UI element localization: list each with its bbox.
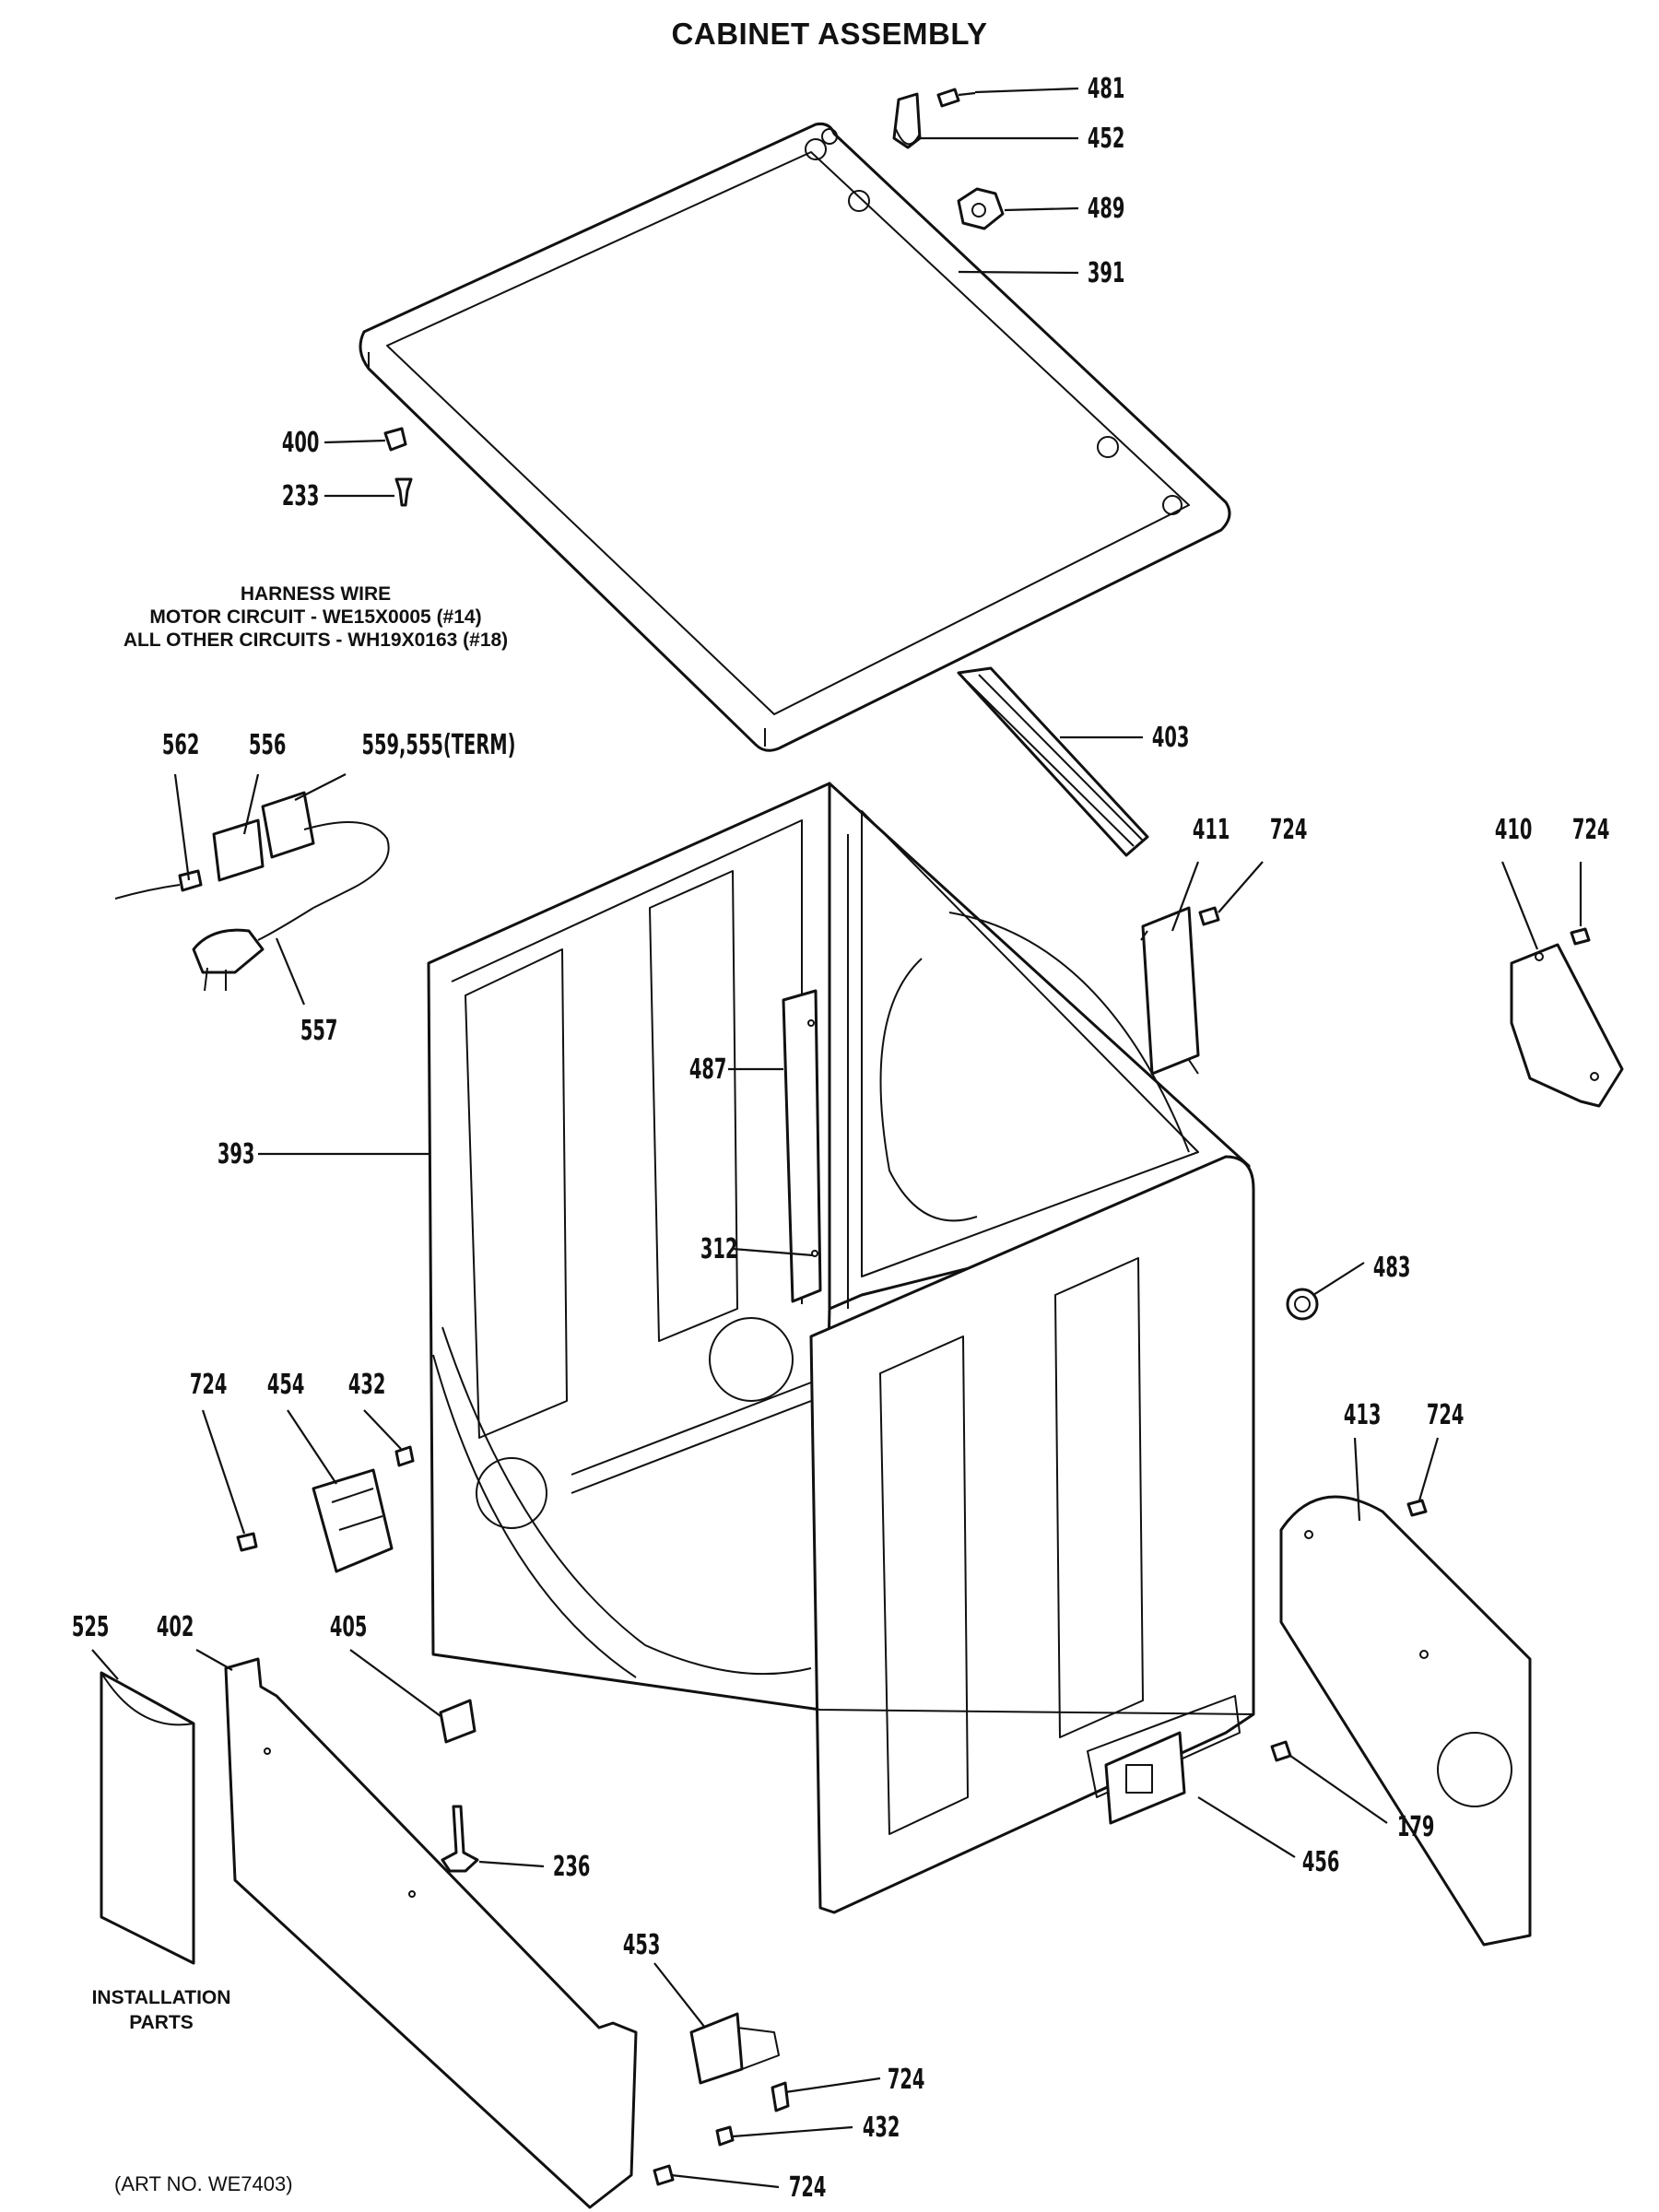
label-413: 413: [1344, 1400, 1382, 1431]
label-724-b: 724: [1572, 815, 1610, 846]
harness-note-other-circuits: ALL OTHER CIRCUITS - WH19X0163 (#18): [123, 629, 509, 651]
art-number: (ART NO. WE7403): [114, 2172, 293, 2195]
screw-724e: [771, 2081, 790, 2112]
label-400: 400: [282, 428, 320, 459]
screw-724f: [653, 2164, 675, 2186]
label-559-555: 559,555(TERM): [361, 730, 515, 761]
label-724-c: 724: [190, 1370, 228, 1401]
label-456: 456: [1302, 1847, 1340, 1878]
label-391: 391: [1088, 258, 1125, 289]
screw-724a: [1198, 906, 1220, 926]
label-432-a: 432: [348, 1370, 386, 1401]
label-236: 236: [553, 1852, 591, 1883]
envelope-525: [100, 1671, 195, 1965]
bracket-453: [689, 2012, 780, 2085]
screw-724b: [1570, 927, 1591, 946]
screw-179: [1270, 1740, 1292, 1762]
bracket-452: [892, 92, 922, 149]
label-562: 562: [162, 730, 200, 761]
label-525: 525: [72, 1612, 110, 1643]
cover-410: [1510, 943, 1624, 1108]
screw-724c: [236, 1532, 258, 1552]
part-labels: 481 452 489 391 400 233 403 562 556 559,…: [72, 74, 1610, 2204]
top-panel: [359, 123, 1231, 752]
label-410: 410: [1495, 815, 1533, 846]
screw-481: [936, 88, 976, 108]
terminal-block-454: [312, 1468, 394, 1573]
screw-233: [394, 477, 413, 507]
installation-parts-caption: INSTALLATION PARTS: [55, 1985, 267, 2035]
bracket-411: [1140, 906, 1200, 1076]
label-489: 489: [1088, 194, 1125, 225]
label-402: 402: [157, 1612, 194, 1643]
label-557: 557: [300, 1016, 338, 1047]
installation-parts-line1: INSTALLATION: [91, 1987, 231, 2008]
label-411: 411: [1193, 815, 1230, 846]
toe-panel-402: [224, 1657, 638, 2209]
clip-432b: [715, 2125, 735, 2147]
label-483: 483: [1373, 1253, 1411, 1284]
label-454: 454: [267, 1370, 305, 1401]
bracket-405: [439, 1699, 477, 1744]
label-724-d: 724: [1427, 1400, 1465, 1431]
label-405: 405: [330, 1612, 368, 1643]
installation-parts-line2: PARTS: [129, 2012, 194, 2033]
label-487: 487: [689, 1054, 727, 1086]
clip-400: [383, 427, 407, 452]
clip-432a: [394, 1445, 415, 1467]
harness-note-heading: HARNESS WIRE: [240, 583, 392, 605]
label-724-a: 724: [1270, 815, 1308, 846]
label-393: 393: [218, 1139, 255, 1171]
screw-483: [1286, 1288, 1319, 1321]
cabinet-body: [427, 782, 1255, 1914]
label-432-b: 432: [863, 2112, 900, 2144]
hinge-489: [957, 187, 1005, 230]
label-724-f: 724: [789, 2172, 827, 2204]
label-724-e: 724: [888, 2065, 925, 2096]
harness-wire-note: HARNESS WIRE MOTOR CIRCUIT - WE15X0005 (…: [83, 582, 548, 652]
duct-487: [782, 989, 822, 1303]
label-556: 556: [249, 730, 287, 761]
label-403: 403: [1152, 723, 1190, 754]
label-233: 233: [282, 481, 320, 512]
cover-413: [1279, 1495, 1532, 1947]
support-bar-403: [957, 666, 1149, 857]
label-481: 481: [1088, 74, 1125, 105]
screw-724d: [1406, 1499, 1428, 1517]
leg-236: [441, 1805, 479, 1873]
power-cord: [114, 791, 390, 992]
leader-lines: [91, 87, 1583, 2189]
harness-note-motor-circuit: MOTOR CIRCUIT - WE15X0005 (#14): [149, 606, 482, 628]
label-453: 453: [623, 1930, 661, 1961]
label-179: 179: [1397, 1812, 1435, 1843]
label-312: 312: [700, 1234, 738, 1265]
page-title: CABINET ASSEMBLY: [671, 17, 988, 51]
label-452: 452: [1088, 124, 1125, 155]
